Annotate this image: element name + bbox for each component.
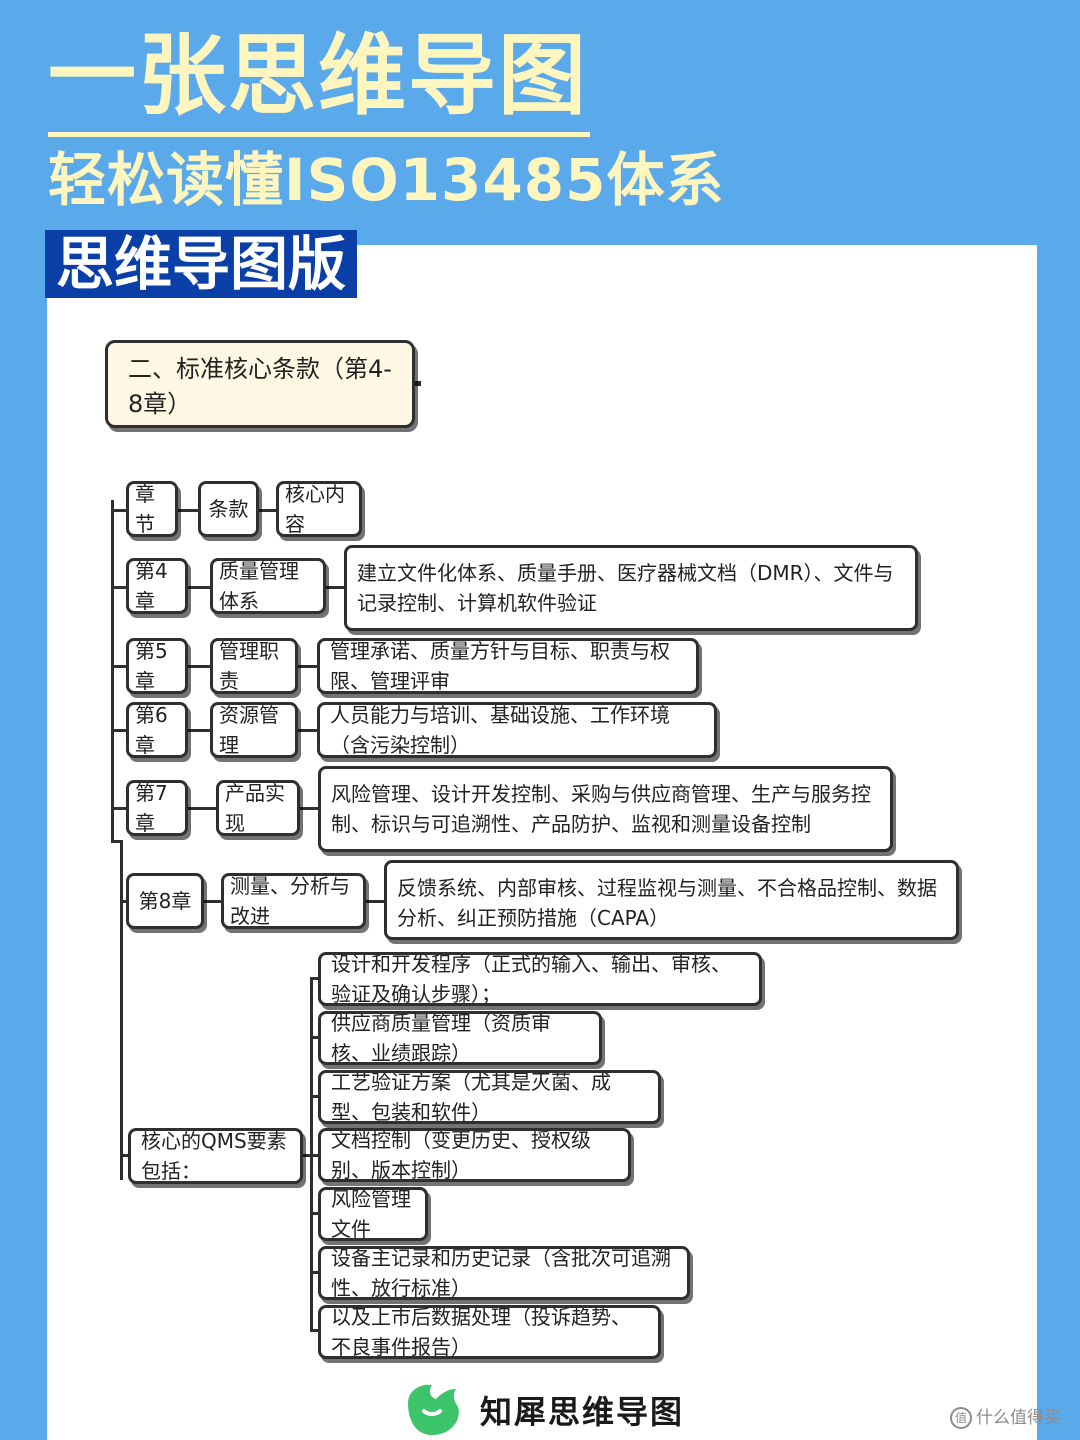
content-node[interactable]: 管理承诺、质量方针与目标、职责与权限、管理评审 (317, 638, 699, 694)
qms-item-label: 风险管理文件 (331, 1187, 411, 1241)
content-label: 风险管理、设计开发控制、采购与供应商管理、生产与服务控制、标识与可追溯性、产品防… (331, 782, 871, 836)
qms-item[interactable]: 文档控制（变更历史、授权级别、版本控制） (318, 1128, 631, 1182)
chapter-label: 第7章 (135, 781, 168, 835)
root-node[interactable]: 二、标准核心条款（第4-8章） (105, 340, 415, 428)
qms-connector (120, 1154, 130, 1157)
chapter-label: 第5章 (135, 639, 168, 693)
qms-item-label: 文档控制（变更历史、授权级别、版本控制） (331, 1128, 591, 1182)
clause-node[interactable]: 产品实现 (216, 780, 300, 836)
clause-node[interactable]: 管理职责 (210, 638, 298, 694)
connector (188, 665, 210, 668)
rhino-logo-icon (408, 1384, 459, 1435)
connector (111, 729, 128, 732)
connector (310, 1095, 320, 1098)
chapter-node[interactable]: 第7章 (126, 780, 188, 836)
connector (188, 807, 216, 810)
chapter-trunk-joint (111, 840, 123, 843)
connector (176, 509, 198, 512)
clause-node[interactable]: 质量管理体系 (210, 558, 326, 614)
qms-item-label: 设计和开发程序（正式的输入、输出、审核、验证及确认步骤）； (331, 952, 731, 1006)
chapter-node[interactable]: 第6章 (126, 702, 188, 758)
connector (111, 807, 128, 810)
header-content-label: 核心内容 (285, 482, 345, 536)
connector (188, 729, 210, 732)
content-label: 人员能力与培训、基础设施、工作环境（含污染控制） (330, 703, 670, 757)
content-node[interactable]: 反馈系统、内部审核、过程监视与测量、不合格品控制、数据分析、纠正预防措施（CAP… (384, 860, 959, 940)
chapter-node[interactable]: 第5章 (126, 638, 188, 694)
connector (310, 977, 320, 980)
clause-node[interactable]: 资源管理 (210, 702, 298, 758)
qms-item[interactable]: 供应商质量管理（资质审核、业绩跟踪） (318, 1011, 602, 1065)
connector (310, 1271, 320, 1274)
connector (111, 509, 128, 512)
subheadline: 轻松读懂ISO13485体系 (48, 146, 725, 214)
header-chapter-node[interactable]: 章节 (126, 481, 178, 537)
qms-item[interactable]: 设备主记录和历史记录（含批次可追溯性、放行标准） (318, 1246, 690, 1300)
chapter-label: 第4章 (135, 559, 168, 613)
chapter-node[interactable]: 第4章 (126, 558, 188, 614)
clause-label: 产品实现 (225, 781, 285, 835)
clause-label: 管理职责 (219, 639, 279, 693)
headline-underline (48, 132, 590, 137)
qms-item[interactable]: 以及上市后数据处理（投诉趋势、不良事件报告） (318, 1305, 661, 1359)
content-label: 管理承诺、质量方针与目标、职责与权限、管理评审 (330, 639, 670, 693)
qms-item[interactable]: 风险管理文件 (318, 1187, 428, 1241)
version-tag: 思维导图版 (45, 230, 357, 298)
brand-name: 知犀思维导图 (480, 1393, 685, 1431)
connector (300, 807, 318, 810)
connector (298, 729, 317, 732)
connector (120, 900, 128, 903)
connector (259, 509, 276, 512)
watermark-icon: 值 (950, 1407, 972, 1429)
clause-label: 质量管理体系 (219, 559, 299, 613)
qms-item-label: 供应商质量管理（资质审核、业绩跟踪） (331, 1011, 551, 1065)
chapter-label: 第6章 (135, 703, 168, 757)
connector (310, 1329, 320, 1332)
content-node[interactable]: 建立文件化体系、质量手册、医疗器械文档（DMR）、文件与记录控制、计算机软件验证 (344, 545, 918, 631)
qms-item[interactable]: 工艺验证方案（尤其是灭菌、成型、包装和软件） (318, 1070, 661, 1124)
qms-item-label: 设备主记录和历史记录（含批次可追溯性、放行标准） (331, 1246, 671, 1300)
clause-node[interactable]: 测量、分析与改进 (221, 873, 366, 929)
root-connector (415, 381, 421, 386)
root-node-label: 二、标准核心条款（第4-8章） (128, 355, 392, 418)
qms-label-node[interactable]: 核心的QMS要素包括： (128, 1128, 303, 1184)
connector (204, 900, 221, 903)
site-watermark: 值 什么值得买 (950, 1404, 1061, 1432)
chapter-node[interactable]: 第8章 (126, 873, 204, 929)
connector (326, 586, 344, 589)
content-node[interactable]: 人员能力与培训、基础设施、工作环境（含污染控制） (317, 702, 717, 758)
header-clause-node[interactable]: 条款 (198, 481, 259, 537)
qms-label: 核心的QMS要素包括： (141, 1129, 287, 1183)
qms-item-label: 以及上市后数据处理（投诉趋势、不良事件报告） (331, 1305, 631, 1359)
connector (188, 586, 210, 589)
connector (111, 665, 128, 668)
connector (310, 1212, 320, 1215)
connector (298, 665, 317, 668)
headline: 一张思维导图 (48, 24, 589, 127)
connector (310, 1154, 320, 1157)
connector (310, 1036, 320, 1039)
connector (111, 586, 128, 589)
qms-item-label: 工艺验证方案（尤其是灭菌、成型、包装和软件） (331, 1070, 611, 1124)
header-chapter-label: 章节 (135, 482, 155, 536)
clause-label: 资源管理 (219, 703, 279, 757)
clause-label: 测量、分析与改进 (230, 874, 350, 928)
content-label: 反馈系统、内部审核、过程监视与测量、不合格品控制、数据分析、纠正预防措施（CAP… (397, 876, 937, 930)
header-clause-label: 条款 (208, 497, 249, 521)
connector (366, 900, 384, 903)
qms-connector (303, 1154, 313, 1157)
content-label: 建立文件化体系、质量手册、医疗器械文档（DMR）、文件与记录控制、计算机软件验证 (357, 561, 894, 615)
content-node[interactable]: 风险管理、设计开发控制、采购与供应商管理、生产与服务控制、标识与可追溯性、产品防… (318, 766, 893, 852)
header-content-node[interactable]: 核心内容 (276, 481, 362, 537)
chapter-trunk (111, 500, 114, 842)
watermark-text: 什么值得买 (976, 1408, 1061, 1428)
chapter-label: 第8章 (138, 889, 192, 913)
qms-trunk (120, 840, 123, 1180)
qms-item[interactable]: 设计和开发程序（正式的输入、输出、审核、验证及确认步骤）； (318, 952, 762, 1006)
